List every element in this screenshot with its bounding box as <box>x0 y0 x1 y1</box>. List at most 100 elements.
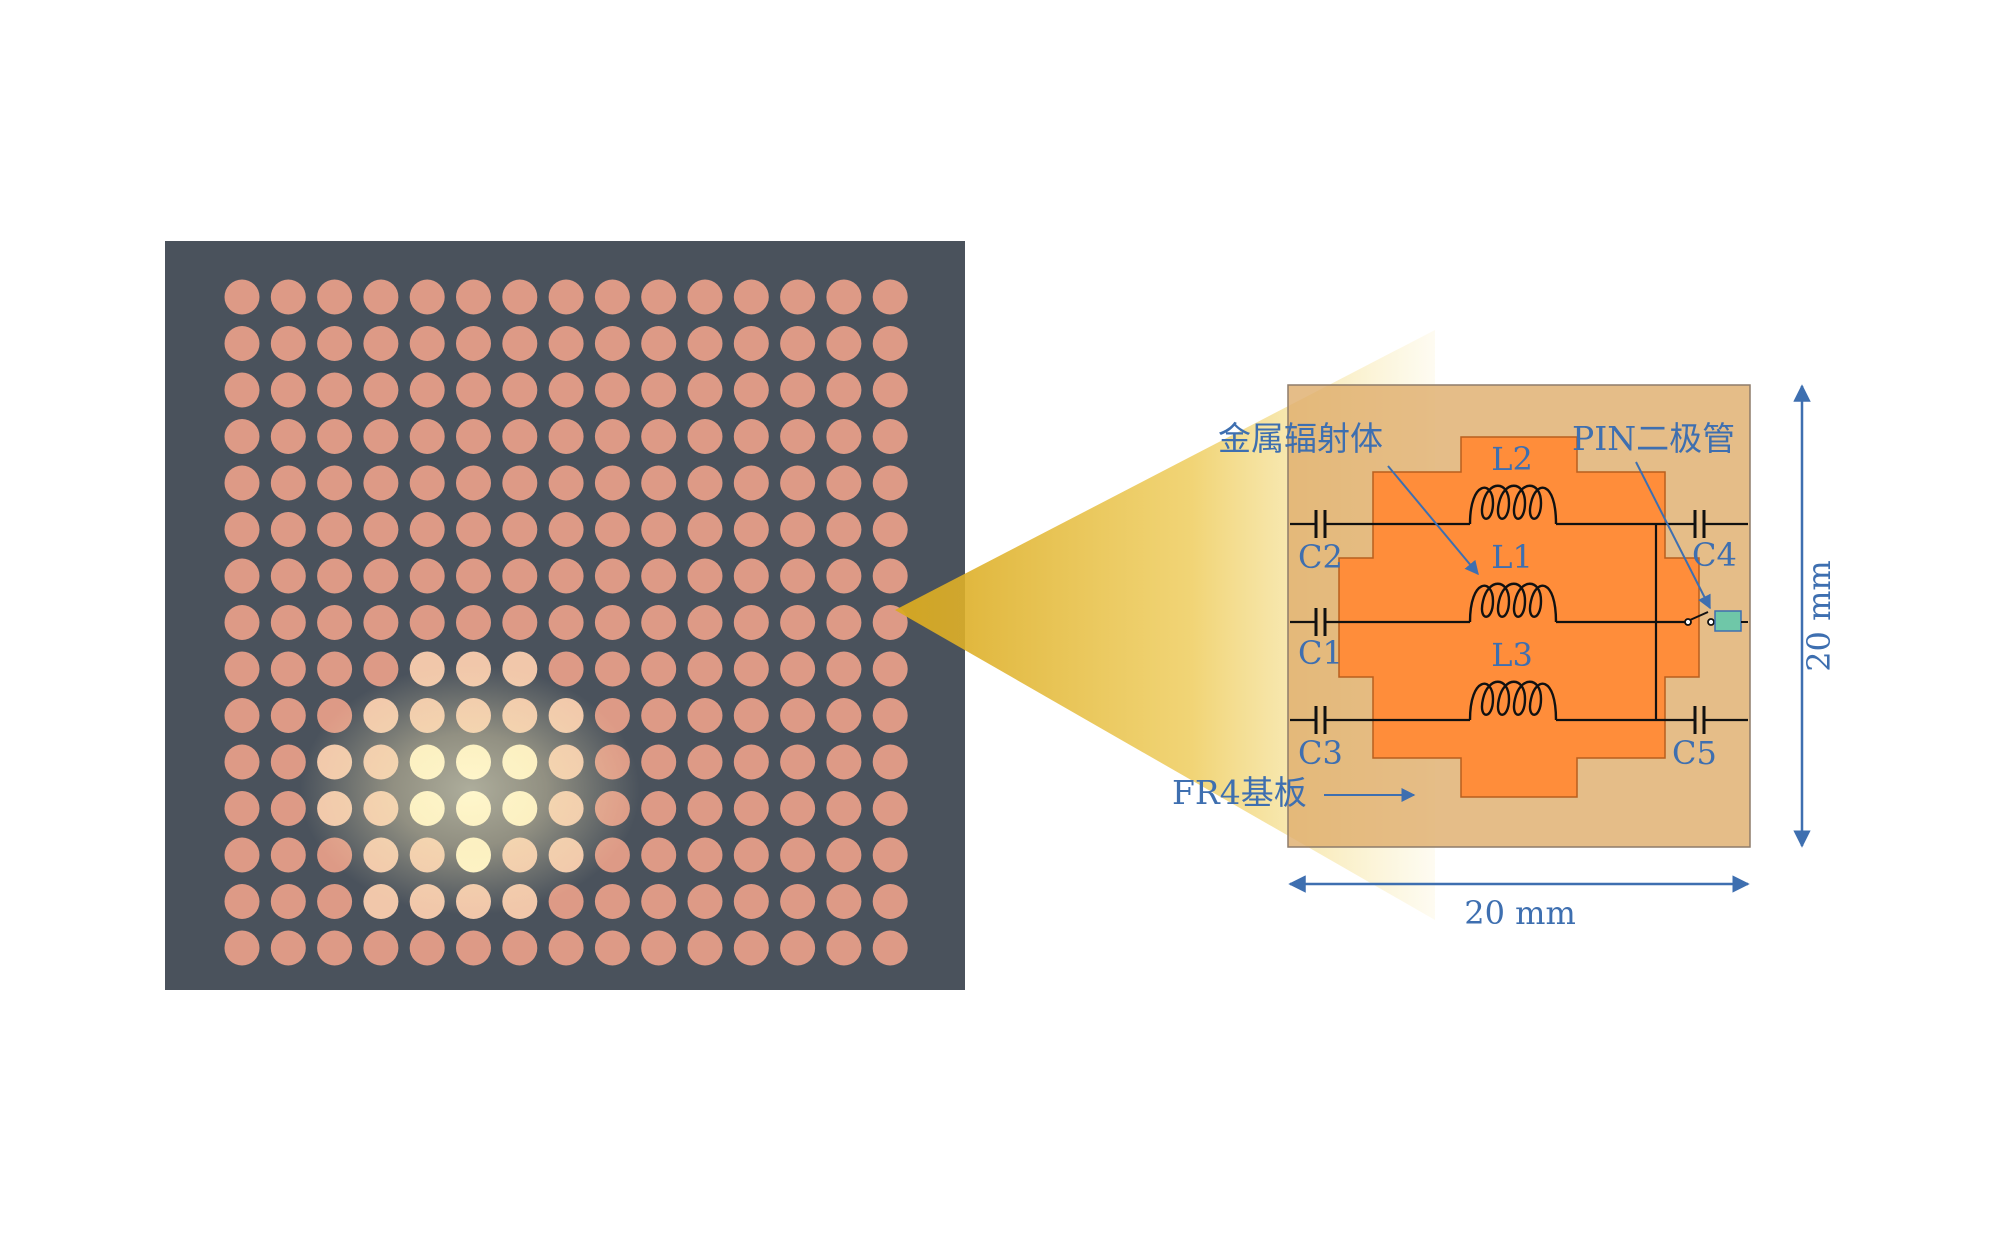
array-patch <box>780 465 816 501</box>
inductor-l3 <box>1468 680 1558 721</box>
array-patch <box>409 465 445 501</box>
array-patch <box>826 279 862 315</box>
array-patch <box>548 558 584 594</box>
arrow-pin-diode <box>1635 461 1711 610</box>
array-patch <box>548 930 584 966</box>
array-patch <box>270 651 306 687</box>
array-patch <box>317 512 353 547</box>
array-patch <box>224 465 260 501</box>
array-patch <box>641 837 677 873</box>
array-patch <box>733 698 769 733</box>
array-patch <box>594 884 630 919</box>
array-patch <box>687 419 723 454</box>
array-patch <box>872 791 908 826</box>
array-patch <box>872 419 908 454</box>
array-patch <box>872 651 908 687</box>
array-patch <box>270 512 306 547</box>
array-patch <box>687 744 723 780</box>
array-patch <box>872 930 908 966</box>
unit-cell: L2 L1 L3 C2 C1 C3 C4 C5 金属辐射体 PIN二极管 FR4… <box>1172 384 1838 932</box>
array-patch <box>872 512 908 547</box>
array-patch <box>502 279 538 315</box>
array-patch <box>270 558 306 594</box>
array-patch <box>826 512 862 547</box>
array-patch <box>548 651 584 687</box>
array-patch <box>826 884 862 919</box>
array-patch <box>270 791 306 826</box>
array-patch <box>317 279 353 315</box>
array-patch <box>502 465 538 501</box>
array-patch <box>363 512 399 547</box>
array-patch <box>456 279 491 315</box>
array-patch <box>548 279 584 315</box>
array-patch <box>733 512 769 547</box>
label-l3: L3 <box>1491 636 1533 674</box>
array-patch <box>872 326 908 361</box>
array-patch <box>826 651 862 687</box>
array-patch <box>224 837 260 873</box>
array-patch <box>872 698 908 733</box>
array-patch <box>733 744 769 780</box>
array-patch <box>317 326 353 361</box>
array-patch <box>456 372 491 408</box>
array-patch <box>780 930 816 966</box>
array-patch <box>687 512 723 547</box>
array-patch <box>224 884 260 919</box>
array-patch <box>594 326 630 361</box>
array-patch <box>826 372 862 408</box>
arrow-metal-radiator <box>1387 465 1479 576</box>
array-patch <box>317 372 353 408</box>
array-patch <box>270 465 306 501</box>
array-patch <box>456 419 491 454</box>
array-patch <box>826 837 862 873</box>
array-patch <box>826 698 862 733</box>
circuit <box>1290 522 1748 722</box>
array-patch <box>641 884 677 919</box>
array-patch <box>224 372 260 408</box>
array-patch <box>270 419 306 454</box>
array-patch <box>641 279 677 315</box>
array-patch <box>456 605 491 640</box>
array-patch <box>363 558 399 594</box>
pin-diode-switch <box>1684 610 1748 632</box>
array-patch <box>687 372 723 408</box>
array-patch <box>780 791 816 826</box>
height-dimension-label: 20 mm <box>1800 560 1838 672</box>
illumination-glow <box>300 665 640 915</box>
array-patch <box>641 744 677 780</box>
array-patch <box>224 651 260 687</box>
array-patch <box>641 372 677 408</box>
array-patch <box>456 930 491 966</box>
array-patch <box>733 651 769 687</box>
array-patch <box>224 512 260 547</box>
array-patch <box>502 512 538 547</box>
array-patch <box>363 372 399 408</box>
array-patch <box>826 465 862 501</box>
array-patch <box>363 605 399 640</box>
array-board-photo <box>165 241 965 990</box>
array-patch <box>687 837 723 873</box>
label-l2: L2 <box>1491 440 1533 478</box>
array-patch <box>687 558 723 594</box>
array-patch <box>872 372 908 408</box>
array-patch <box>687 930 723 966</box>
array-patch <box>363 930 399 966</box>
array-patch <box>317 605 353 640</box>
array-patch <box>826 744 862 780</box>
label-c4: C4 <box>1692 536 1737 574</box>
array-patch <box>270 698 306 733</box>
array-patch <box>733 326 769 361</box>
array-patch <box>224 698 260 733</box>
array-patch <box>224 930 260 966</box>
patch-grid <box>224 279 908 966</box>
array-patch <box>409 512 445 547</box>
array-patch <box>270 326 306 361</box>
array-patch <box>363 326 399 361</box>
array-patch <box>826 605 862 640</box>
array-patch <box>872 605 908 640</box>
array-patch <box>456 558 491 594</box>
array-patch <box>826 326 862 361</box>
label-c2: C2 <box>1298 538 1343 576</box>
array-patch <box>224 326 260 361</box>
